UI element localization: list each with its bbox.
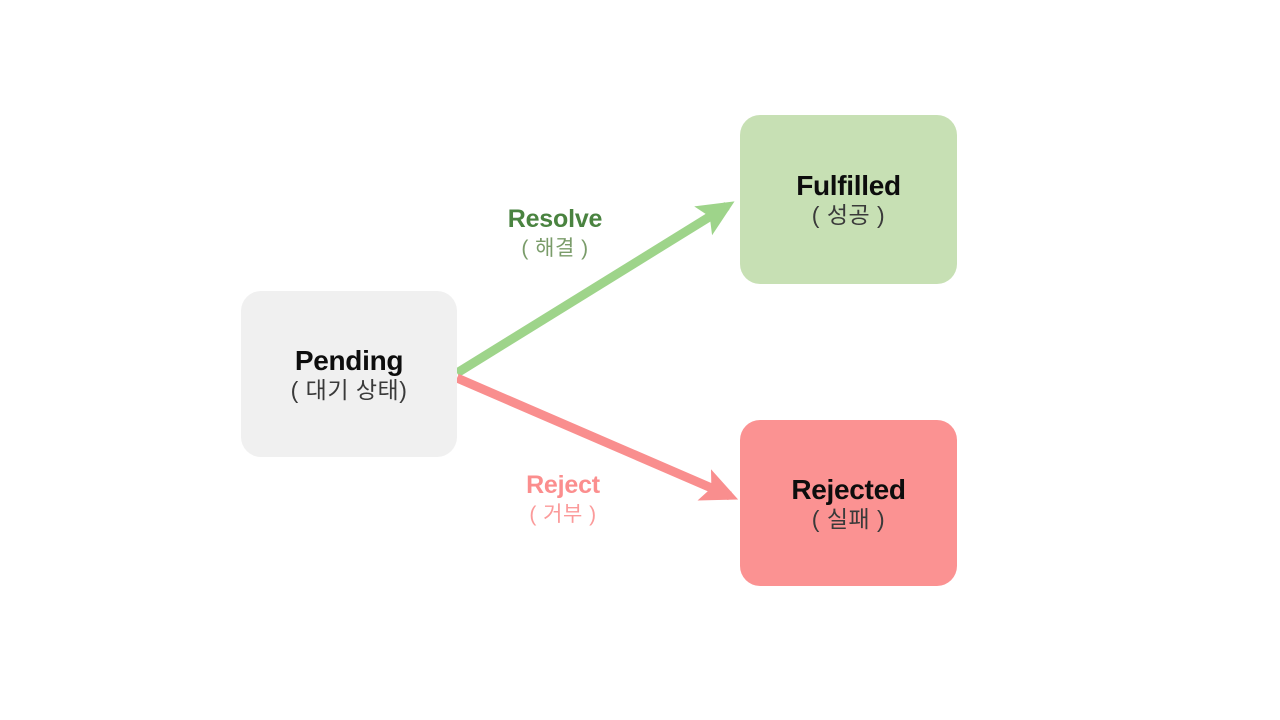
edge-reject-arrow: [455, 373, 739, 501]
edge-label-resolve-subtext: ( 해결 ): [521, 237, 589, 261]
edge-label-reject-text: Reject: [526, 471, 600, 499]
state-node-rejected[interactable]: Rejected ( 실패 ): [740, 420, 957, 586]
edge-label-reject-subtext: ( 거부 ): [529, 503, 597, 527]
state-node-rejected-title: Rejected: [791, 473, 906, 505]
edge-label-reject: Reject ( 거부 ): [433, 472, 693, 526]
state-node-rejected-subtitle: ( 실패 ): [811, 505, 886, 532]
state-node-fulfilled-subtitle: ( 성공 ): [811, 202, 886, 228]
edge-label-resolve-text: Resolve: [507, 205, 603, 233]
state-node-pending-subtitle: ( 대기 상태): [290, 376, 408, 403]
state-node-pending-title: Pending: [294, 344, 404, 376]
edge-label-resolve: Resolve ( 해결 ): [425, 206, 685, 260]
state-node-fulfilled-title: Fulfilled: [796, 170, 901, 201]
edge-resolve-arrow: [454, 201, 735, 377]
state-node-fulfilled[interactable]: Fulfilled ( 성공 ): [740, 115, 957, 284]
state-node-pending[interactable]: Pending ( 대기 상태): [241, 291, 457, 457]
